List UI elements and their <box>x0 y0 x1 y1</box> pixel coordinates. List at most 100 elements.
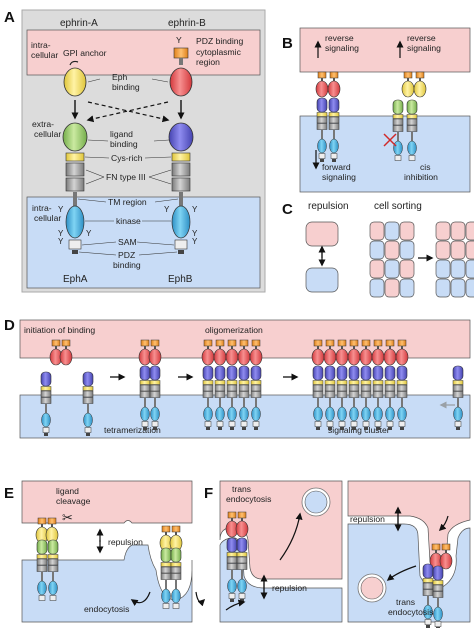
cell-pink <box>384 240 400 260</box>
panel-f-ligand-2 <box>235 511 249 538</box>
ephrin-b-domain <box>169 67 193 97</box>
cys-rich-label: Cys-rich <box>111 153 143 163</box>
ephb-sam-domain <box>174 239 188 250</box>
cell-pink <box>384 278 400 298</box>
ligand-binding-label: ligand <box>110 129 133 139</box>
panel-a-leader-lines <box>77 139 179 256</box>
cluster-ligand <box>359 339 373 366</box>
cell-blue <box>399 278 415 298</box>
initiation-of-binding-label: initiation of binding <box>24 325 95 335</box>
panel-f-ligand-4 <box>439 543 453 570</box>
panel-e-ligand-cell <box>21 480 193 524</box>
pdz-binding-top-label: PDZ binding <box>196 36 244 46</box>
intracellular-bottom-label-2: cellular <box>34 213 61 223</box>
reverse-signaling-label-1: reverse <box>325 33 354 43</box>
cell-blue <box>399 240 415 260</box>
fn-type-iii-label: FN type III <box>106 172 146 182</box>
cluster-ligand <box>335 339 349 366</box>
eph-binding-label-2: binding <box>112 82 140 92</box>
panel-f-repulsion-label-1: repulsion <box>272 583 307 593</box>
repulsion-cell-blue <box>305 267 339 293</box>
scissors-icon: ✂ <box>62 510 73 525</box>
intracellular-top-label-2: cellular <box>31 50 58 60</box>
ephb-tm-region <box>179 192 183 206</box>
svg-text:Y: Y <box>164 205 170 214</box>
tyrosine-y-top: Y <box>176 35 182 45</box>
panel-b-trans-ligand-1 <box>315 71 329 98</box>
gpi-anchor-label: GPI anchor <box>63 48 107 58</box>
svg-text:Y: Y <box>58 237 64 246</box>
ephb-pdz-binding <box>178 250 184 254</box>
cell-sorting-heading: cell sorting <box>374 201 422 212</box>
panel-a-label: A <box>4 9 15 26</box>
cell-pink <box>435 221 451 241</box>
cell-sorting-mixed-grid <box>369 221 415 298</box>
ephb-kinase-domain <box>171 205 191 239</box>
inhibition-label: inhibition <box>404 172 438 182</box>
trans-endocytosis-label-2: trans <box>396 597 415 607</box>
cell-blue <box>435 278 451 298</box>
binding-label: binding <box>113 260 141 270</box>
epha-sam-domain <box>68 239 82 250</box>
cell-blue <box>369 278 385 298</box>
cluster-ligand <box>311 339 325 366</box>
panel-b-trans-ligand-2 <box>327 71 341 98</box>
panel-e-ligand-3 <box>159 525 173 552</box>
cell-pink <box>369 259 385 279</box>
ephb-ligand-binding-domain <box>168 122 194 152</box>
extracellular-label: extra- <box>32 119 54 129</box>
sam-label: SAM <box>118 237 137 247</box>
extracellular-label-2: cellular <box>34 129 61 139</box>
panel-b-cis-ligand-1 <box>401 71 415 98</box>
free-ligand <box>59 339 73 366</box>
cell-blue <box>435 259 451 279</box>
epha-fn-type-iii-1 <box>65 162 85 177</box>
epha-cys-rich-domain <box>65 152 85 162</box>
cell-pink <box>450 221 466 241</box>
cluster-ligand <box>383 339 397 366</box>
ephb-cys-rich-domain <box>171 152 191 162</box>
panel-e-cleaved-ligand-1 <box>35 517 49 544</box>
trans-endocytosis-label-1b: endocytosis <box>226 494 271 504</box>
svg-text:Y: Y <box>192 229 198 238</box>
cell-blue <box>465 259 474 279</box>
cluster-ligand <box>395 339 409 366</box>
oligomer-ligand <box>225 339 239 366</box>
panel-c-label: C <box>282 201 293 218</box>
cell-pink <box>399 221 415 241</box>
cluster-ligand <box>347 339 361 366</box>
reverse-signaling-label-2b: signaling <box>407 43 441 53</box>
cluster-ligand <box>323 339 337 366</box>
svg-text:Y: Y <box>192 205 198 214</box>
epha-fn-type-iii-2 <box>65 177 85 192</box>
epha-ligand-binding-domain <box>62 122 88 152</box>
reverse-signaling-label-2: reverse <box>407 33 436 43</box>
eph-binding-label: Eph <box>112 72 128 82</box>
tetramerization-label: tetramerization <box>104 425 161 435</box>
forward-signaling-label-2: signaling <box>322 172 356 182</box>
repulsion-heading: repulsion <box>308 201 349 212</box>
ephrin-b-pdz-motif <box>173 47 189 59</box>
cell-blue <box>384 221 400 241</box>
ephb-fn-type-iii-2 <box>171 177 191 192</box>
ephrin-b-label: ephrin-B <box>168 18 206 29</box>
signaling-cluster-label: signaling cluster <box>328 425 390 435</box>
panel-f-receptor-4 <box>432 565 444 628</box>
svg-text:Y: Y <box>58 205 64 214</box>
oligomer-ligand <box>213 339 227 366</box>
panel-e-receptor-3 <box>160 547 172 609</box>
panel-e-repulsion-label: repulsion <box>108 537 143 547</box>
oligomer-ligand <box>201 339 215 366</box>
ligand-label: ligand <box>56 486 79 496</box>
cell-pink <box>369 221 385 241</box>
cytoplasmic-region-label-2: region <box>196 57 220 67</box>
intracellular-bottom-label: intra- <box>32 203 52 213</box>
repulsion-cell-pink <box>305 221 339 247</box>
panel-e-ligand-4 <box>169 525 183 552</box>
svg-text:Y: Y <box>58 229 64 238</box>
ephrin-a-label: ephrin-A <box>60 18 98 29</box>
cell-pink <box>399 259 415 279</box>
cluster-ligand <box>371 339 385 366</box>
